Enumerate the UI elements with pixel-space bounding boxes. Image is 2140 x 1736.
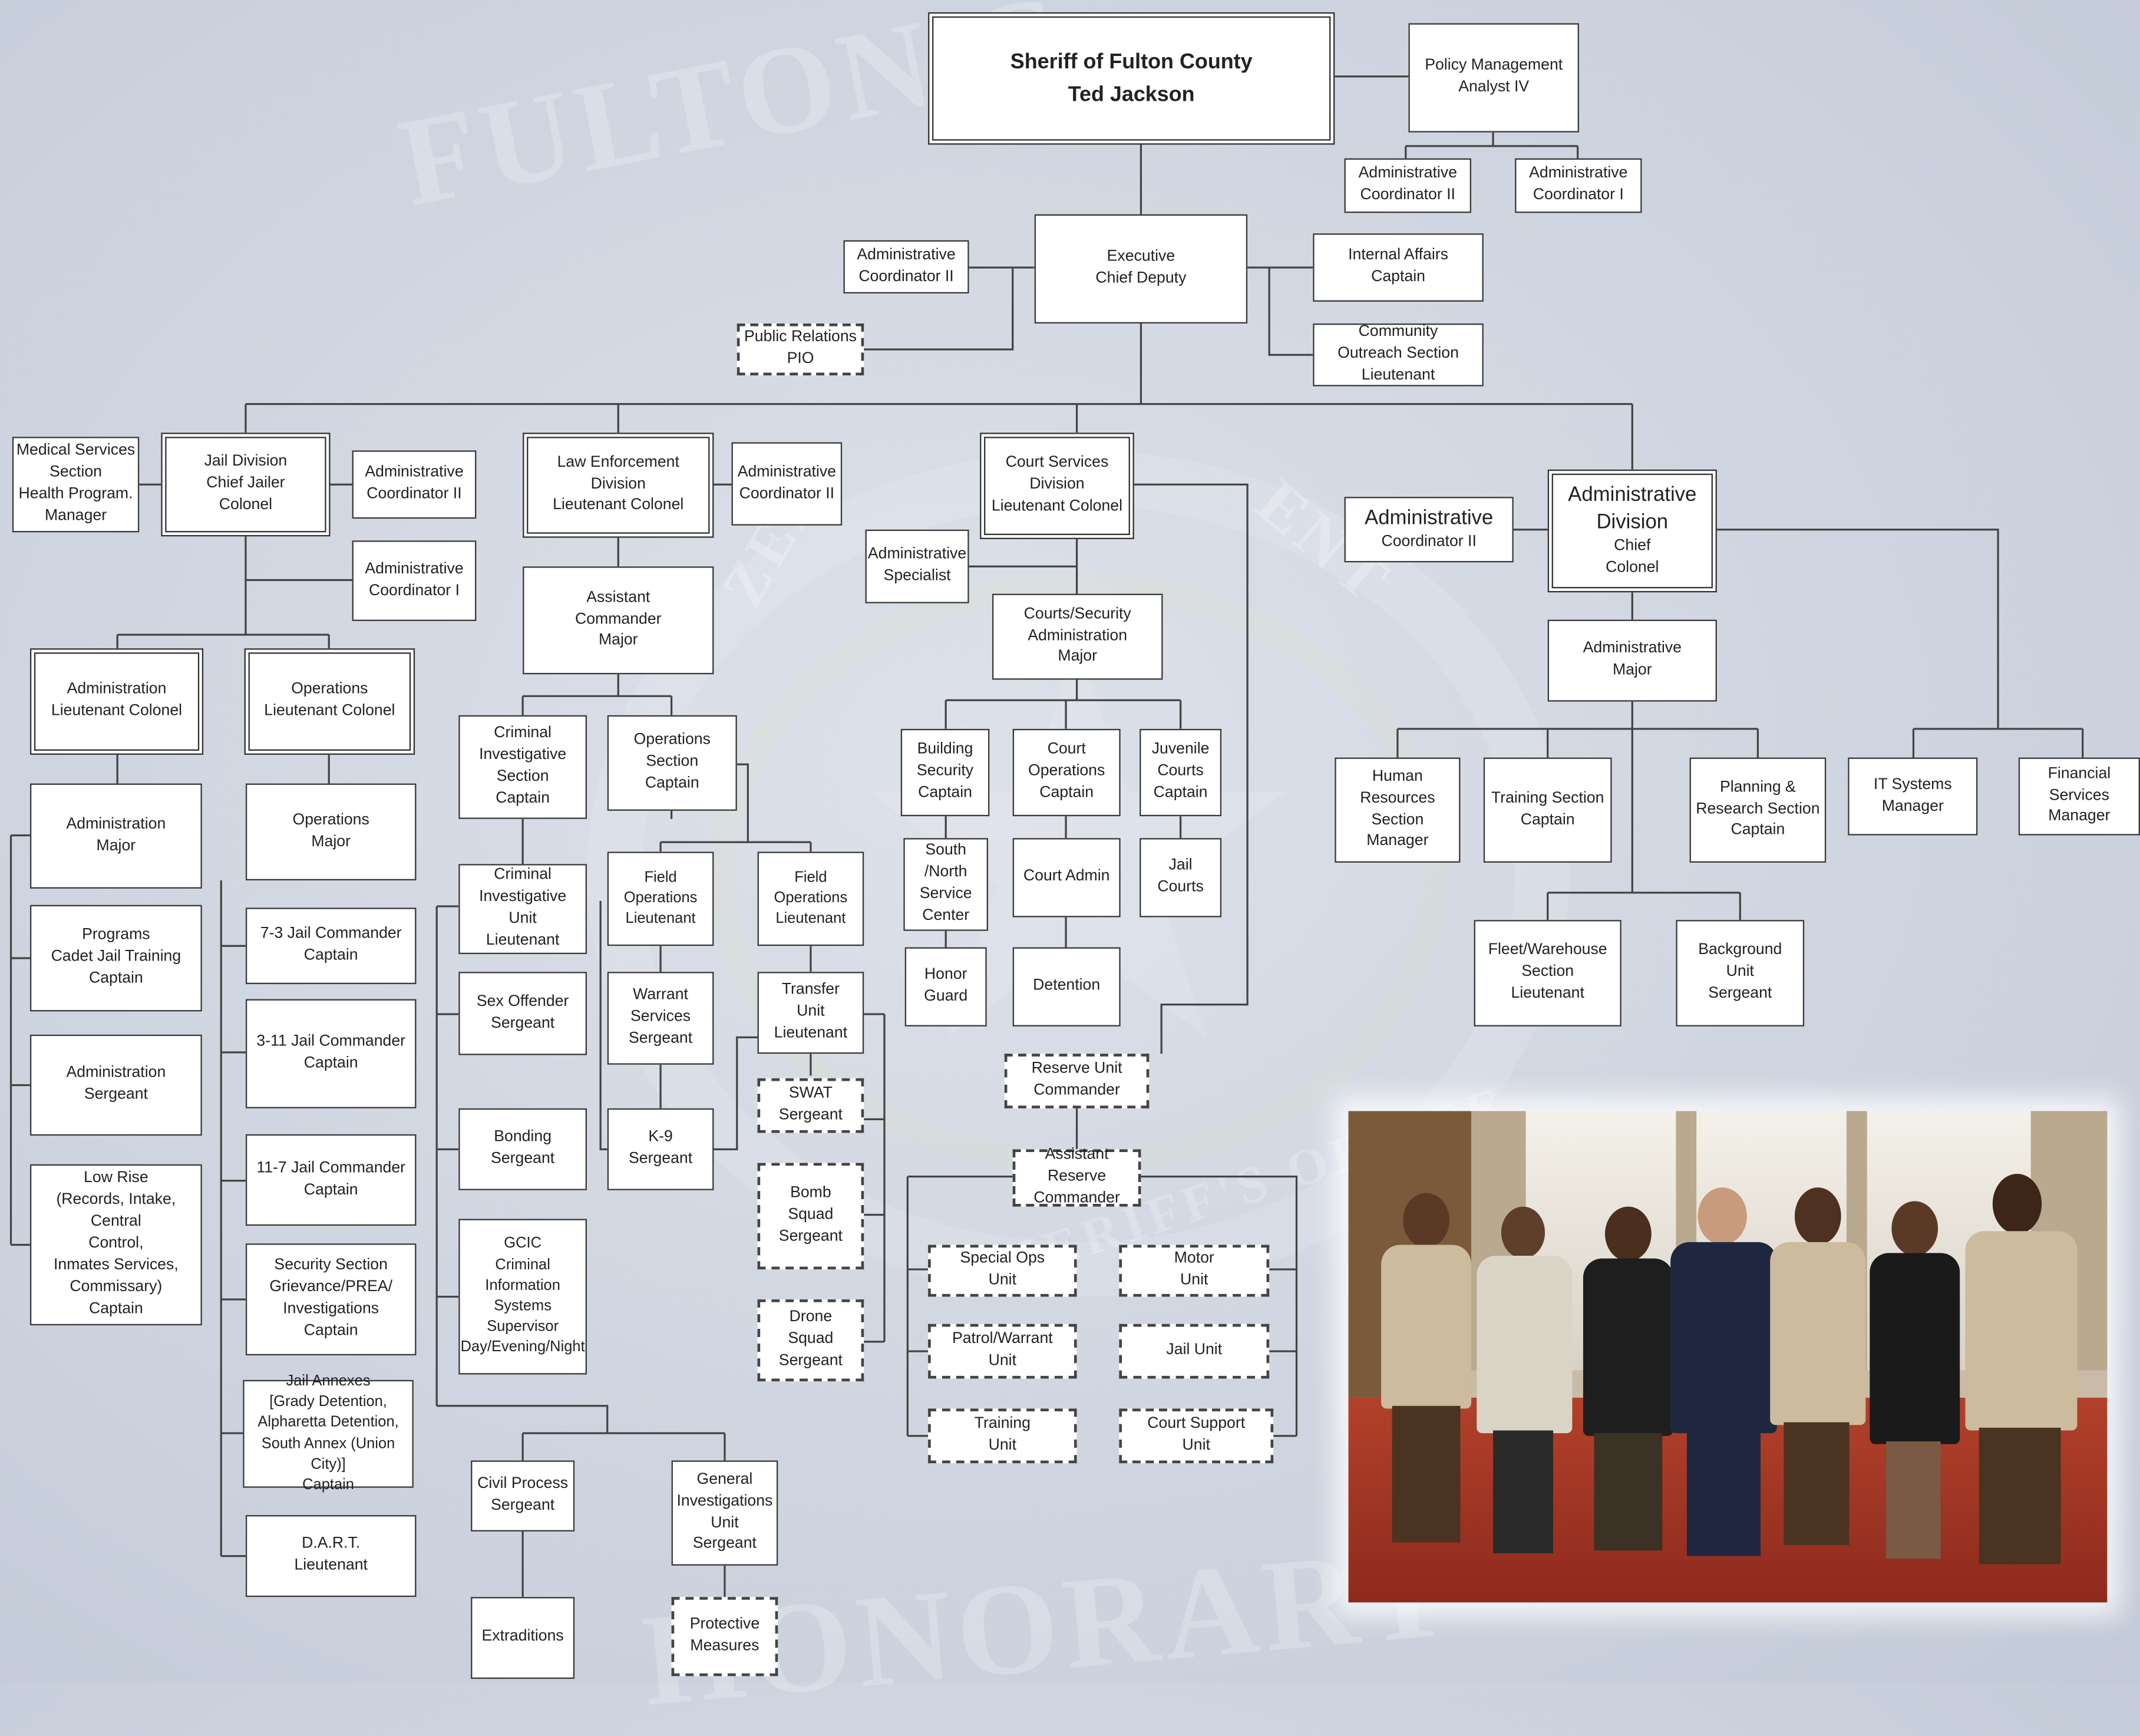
jail-3-11-box: 3-11 Jail Commander Captain: [245, 999, 417, 1108]
drone-squad-box: Drone Squad Sergeant: [757, 1299, 864, 1382]
criminal-investigative-section-box: Criminal Investigative Section Captain: [458, 715, 587, 819]
reserve-unit-box: Reserve Unit Commander: [1004, 1054, 1150, 1108]
ops-major-box: Operations Major: [245, 783, 417, 881]
jail-11-7-box: 11-7 Jail Commander Captain: [245, 1134, 417, 1226]
community-outreach-box: Community Outreach Section Lieutenant: [1313, 323, 1484, 387]
admin-major-box: Administration Major: [29, 783, 202, 889]
sheriff-box: Sheriff of Fulton County Ted Jackson: [928, 12, 1335, 145]
connector-lines: [9, 75, 2084, 1598]
warrant-services-box: Warrant Services Sergeant: [607, 972, 714, 1065]
south-north-box: South /North Service Center: [903, 838, 989, 931]
programs-box: Programs Cadet Jail Training Captain: [29, 905, 202, 1012]
admin-coordinator-ii-le-box: Administrative Coordinator II: [731, 442, 843, 526]
admin-coordinator-ii-ad-title: Administrative: [1365, 506, 1494, 530]
operations-section-box: Operations Section Captain: [607, 715, 737, 811]
dart-box: D.A.R.T. Lieutenant: [245, 1515, 417, 1598]
admin-specialist-box: Administrative Specialist: [865, 529, 969, 603]
admin-division-sub: Chief Colonel: [1606, 538, 1659, 577]
background-unit-box: Background Unit Sergeant: [1676, 920, 1805, 1027]
admin-coordinator-ii-exec-box: Administrative Coordinator II: [843, 240, 969, 294]
jail-courts-box: Jail Courts: [1140, 838, 1222, 917]
org-chart-page: FULTON C HONORARY ★ ENT ZEN SHERIFF'S OF…: [9, 12, 2140, 1679]
public-relations-box: Public Relations PIO: [737, 323, 864, 375]
sex-offender-box: Sex Offender Sergeant: [458, 972, 587, 1055]
assistant-commander-box: Assistant Commander Major: [523, 566, 714, 675]
jail-ops-ltcol-box: Operations Lieutenant Colonel: [244, 648, 415, 755]
field-operations-1-box: Field Operations Lieutenant: [607, 852, 714, 946]
jail-unit-box: Jail Unit: [1119, 1324, 1270, 1379]
general-investigations-box: General Investigations Unit Sergeant: [671, 1460, 778, 1566]
honor-guard-box: Honor Guard: [904, 947, 987, 1027]
courts-security-admin-box: Courts/Security Administration Major: [992, 593, 1163, 680]
training-section-box: Training Section Captain: [1483, 757, 1612, 863]
security-section-box: Security Section Grievance/PREA/ Investi…: [245, 1243, 417, 1356]
admin-major-ad-box: Administrative Major: [1547, 619, 1717, 702]
jail-7-3-box: 7-3 Jail Commander Captain: [245, 907, 417, 985]
field-operations-2-box: Field Operations Lieutenant: [757, 852, 864, 946]
juvenile-courts-box: Juvenile Courts Captain: [1140, 728, 1222, 817]
k9-box: K-9 Sergeant: [607, 1108, 714, 1190]
executive-chief-deputy-box: Executive Chief Deputy: [1034, 214, 1248, 324]
court-operations-box: Court Operations Captain: [1012, 728, 1121, 817]
assistant-reserve-box: Assistant Reserve Commander: [1012, 1147, 1141, 1207]
jail-division-box: Jail Division Chief Jailer Colonel: [161, 433, 331, 537]
jail-admin-ltcol-box: Administration Lieutenant Colonel: [29, 648, 204, 755]
extraditions-box: Extraditions: [471, 1597, 575, 1679]
court-admin-box: Court Admin: [1012, 838, 1121, 917]
policy-analyst-box: Policy Management Analyst IV: [1408, 23, 1579, 133]
internal-affairs-box: Internal Affairs Captain: [1313, 233, 1484, 302]
court-support-box: Court Support Unit: [1119, 1408, 1274, 1464]
admin-division-title: Administrative Division: [1568, 483, 1697, 534]
training-unit-box: Training Unit: [928, 1408, 1077, 1464]
admin-coordinator-i-jail-box: Administrative Coordinator I: [352, 540, 477, 621]
admin-coordinator-ii-ad-sub: Coordinator II: [1381, 534, 1477, 551]
financial-services-box: Financial Services Manager: [2018, 757, 2140, 836]
it-systems-box: IT Systems Manager: [1848, 757, 1978, 836]
admin-coordinator-ii-top-box: Administrative Coordinator II: [1344, 158, 1471, 213]
planning-research-box: Planning & Research Section Captain: [1689, 757, 1827, 863]
jail-annexes-box: Jail Annexes [Grady Detention, Alpharett…: [243, 1373, 414, 1493]
admin-coordinator-i-top-box: Administrative Coordinator I: [1515, 158, 1642, 213]
medical-services-box: Medical Services Section Health Program.…: [12, 437, 140, 533]
motor-unit-box: Motor Unit: [1119, 1245, 1270, 1297]
swat-box: SWAT Sergeant: [757, 1078, 864, 1133]
admin-sergeant-box: Administration Sergeant: [29, 1034, 202, 1136]
civil-process-box: Civil Process Sergeant: [471, 1460, 575, 1532]
human-resources-box: Human Resources Section Manager: [1335, 757, 1461, 863]
low-rise-box: Low Rise (Records, Intake, Central Contr…: [29, 1164, 202, 1326]
admin-coordinator-ii-ad-box: Administrative Coordinator II: [1344, 497, 1514, 563]
fleet-warehouse-box: Fleet/Warehouse Section Lieutenant: [1474, 920, 1621, 1027]
criminal-investigative-unit-box: Criminal Investigative Unit Lieutenant: [458, 864, 587, 955]
gcic-box: GCIC Criminal Information Systems Superv…: [458, 1219, 587, 1375]
transfer-unit-box: Transfer Unit Lieutenant: [757, 972, 864, 1054]
protective-measures-box: Protective Measures: [671, 1597, 778, 1676]
building-security-box: Building Security Captain: [900, 728, 990, 817]
bomb-squad-box: Bomb Squad Sergeant: [757, 1163, 864, 1270]
special-ops-box: Special Ops Unit: [928, 1245, 1077, 1297]
court-services-box: Court Services Division Lieutenant Colon…: [980, 433, 1134, 539]
law-enforcement-box: Law Enforcement Division Lieutenant Colo…: [523, 433, 714, 538]
group-photo: [1348, 1111, 2108, 1603]
admin-coordinator-ii-jail-box: Administrative Coordinator II: [352, 450, 477, 519]
admin-division-box: Administrative Division Chief Colonel: [1547, 469, 1717, 593]
detention-box: Detention: [1012, 947, 1121, 1027]
patrol-warrant-box: Patrol/Warrant Unit: [928, 1324, 1077, 1379]
bonding-box: Bonding Sergeant: [458, 1108, 587, 1190]
